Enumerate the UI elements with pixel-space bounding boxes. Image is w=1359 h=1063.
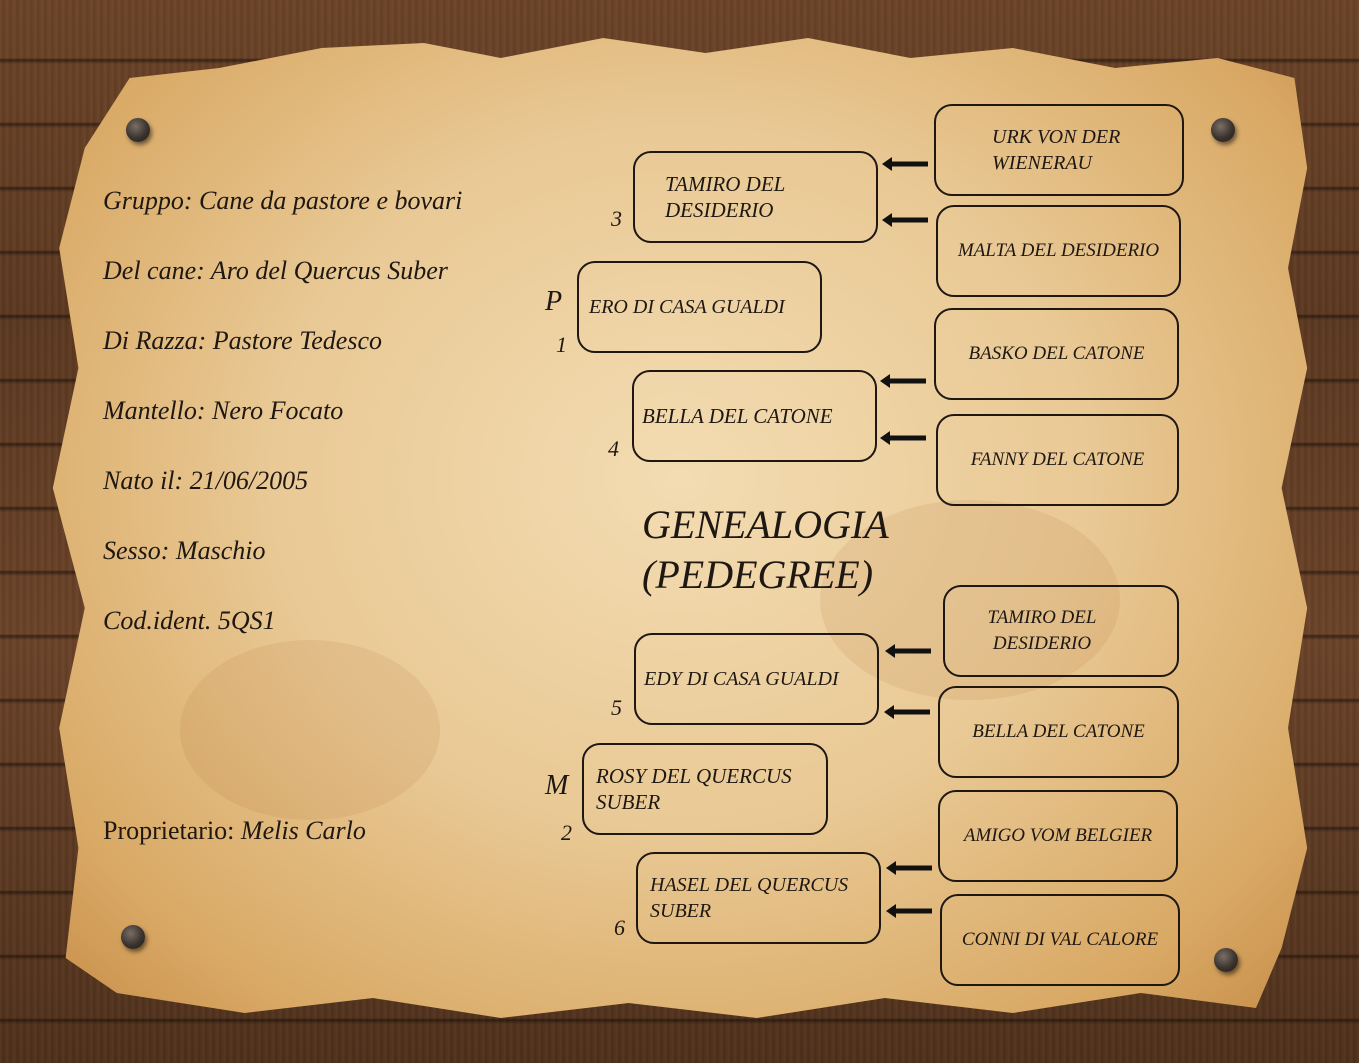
great-grandparent-name: URK VON DER WIENERAU: [992, 126, 1121, 174]
mother-label: M: [545, 770, 569, 801]
arrow-left-icon: [880, 374, 926, 388]
mother-name: ROSY DEL QUERCUS SUBER: [596, 764, 792, 814]
arrow-left-icon: [884, 705, 930, 719]
pin-icon: [121, 925, 145, 949]
paternal-grandmother-name: BELLA DEL CATONE: [642, 404, 833, 428]
info-nato-il: Nato il: 21/06/2005: [103, 466, 309, 495]
arrow-left-icon: [885, 644, 931, 658]
pin-icon: [126, 118, 150, 142]
father-box: ERO DI CASA GUALDI: [577, 261, 822, 353]
pin-icon: [1211, 118, 1235, 142]
great-grandparent-name: AMIGO VOM BELGIER: [963, 825, 1153, 846]
great-grandparent-box: TAMIRO DEL DESIDERIO: [943, 585, 1179, 677]
title-line-1: GENEALOGIA: [642, 502, 889, 547]
maternal-grandfather-number: 5: [611, 695, 622, 720]
paternal-grandfather-box: TAMIRO DEL DESIDERIO: [633, 151, 878, 243]
arrow-left-icon: [882, 213, 928, 227]
info-sesso: Sesso: Maschio: [103, 536, 266, 565]
info-cod-ident: Cod.ident. 5QS1: [103, 606, 276, 635]
mother-box: ROSY DEL QUERCUS SUBER: [582, 743, 828, 835]
great-grandparent-box: AMIGO VOM BELGIER: [938, 790, 1178, 882]
arrow-left-icon: [886, 861, 932, 875]
paternal-grandfather-number: 3: [611, 206, 622, 231]
parchment-sheet: [52, 38, 1308, 1018]
info-di-razza: Di Razza: Pastore Tedesco: [103, 326, 383, 355]
paper-stain: [820, 500, 1120, 700]
great-grandparent-box: FANNY DEL CATONE: [936, 414, 1179, 506]
arrow-left-icon: [880, 431, 926, 445]
paternal-grandmother-number: 4: [608, 436, 619, 461]
great-grandparent-name: TAMIRO DEL DESIDERIO: [987, 607, 1097, 654]
great-grandparent-name: CONNI DI VAL CALORE: [961, 929, 1159, 950]
maternal-grandfather-box: EDY DI CASA GUALDI: [634, 633, 879, 725]
arrow-left-icon: [886, 904, 932, 918]
father-name: ERO DI CASA GUALDI: [589, 296, 785, 318]
paternal-grandmother-box: BELLA DEL CATONE: [632, 370, 877, 462]
father-number: 1: [556, 332, 567, 357]
father-label: P: [545, 286, 563, 317]
info-mantello: Mantello: Nero Focato: [103, 396, 344, 425]
title-line-2: (PEDEGREE): [642, 552, 874, 597]
paternal-grandfather-name: TAMIRO DEL DESIDERIO: [665, 172, 785, 222]
great-grandparent-box: BASKO DEL CATONE: [934, 308, 1179, 400]
pin-icon: [1214, 948, 1238, 972]
info-proprietario: Proprietario: Melis Carlo: [103, 816, 366, 846]
great-grandparent-name: BASKO DEL CATONE: [968, 343, 1145, 364]
page-title: GENEALOGIA (PEDEGREE): [642, 500, 889, 600]
paper-stain: [180, 640, 440, 820]
info-del-cane: Del cane: Aro del Quercus Suber: [103, 256, 448, 285]
arrow-left-icon: [882, 157, 928, 171]
maternal-grandmother-box: HASEL DEL QUERCUS SUBER: [636, 852, 881, 944]
proprietario-value: Melis Carlo: [240, 816, 366, 845]
great-grandparent-box: BELLA DEL CATONE: [938, 686, 1179, 778]
proprietario-label: Proprietario:: [103, 816, 235, 845]
great-grandparent-box: CONNI DI VAL CALORE: [940, 894, 1180, 986]
info-gruppo: Gruppo: Cane da pastore e bovari: [103, 186, 463, 215]
maternal-grandmother-name: HASEL DEL QUERCUS SUBER: [650, 874, 849, 922]
maternal-grandfather-name: EDY DI CASA GUALDI: [644, 668, 839, 690]
great-grandparent-name: FANNY DEL CATONE: [970, 449, 1145, 470]
great-grandparent-name: BELLA DEL CATONE: [972, 721, 1145, 742]
maternal-grandmother-number: 6: [614, 915, 625, 940]
great-grandparent-name: MALTA DEL DESIDERIO: [957, 240, 1160, 261]
great-grandparent-box: URK VON DER WIENERAU: [934, 104, 1184, 196]
great-grandparent-box: MALTA DEL DESIDERIO: [936, 205, 1181, 297]
mother-number: 2: [561, 820, 572, 845]
